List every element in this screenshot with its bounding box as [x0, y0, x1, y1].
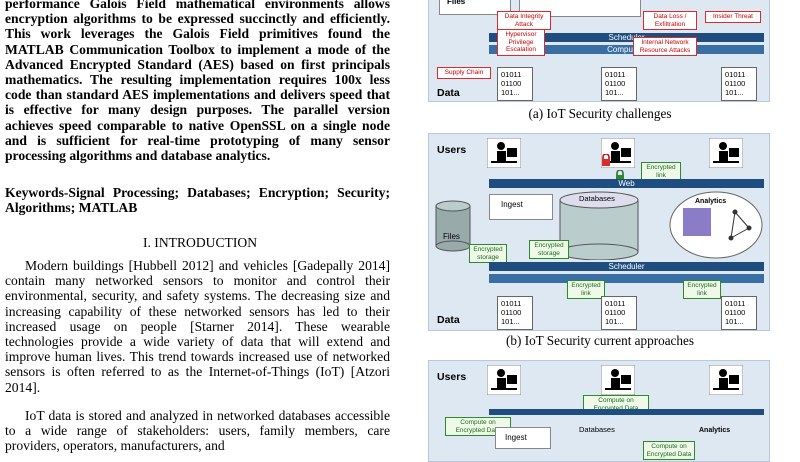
databases-label-b: Databases — [579, 194, 615, 203]
threat-data-integrity: Data Integrity Attack — [497, 11, 551, 30]
encrypted-storage-2: Encrypted storage — [529, 240, 569, 259]
text-column: performance Galois Field mathematical en… — [0, 0, 400, 453]
data-label-a: Data — [437, 87, 460, 99]
intro-paragraph-1-text: Modern buildings [Hubbell 2012] and vehi… — [5, 258, 390, 395]
ingest-box-b — [489, 194, 553, 220]
ingest-label-b: Ingest — [501, 200, 523, 209]
files-label-a: Files — [447, 0, 466, 6]
keywords: Keywords-Signal Processing; Databases; E… — [5, 185, 390, 216]
threat-data-loss: Data Loss / Exfiltration — [643, 11, 697, 30]
user-icon-c3 — [709, 365, 743, 395]
compute-encrypted-right: Compute on Encrypted Data — [643, 441, 695, 460]
computing-bar-b — [489, 274, 764, 283]
abstract-paragraph: performance Galois Field mathematical en… — [5, 0, 390, 164]
user-icon-c1 — [487, 365, 521, 395]
lock-icon-b2 — [616, 170, 624, 182]
figure-a-panel: Files Data Integrity Attack Data Loss / … — [428, 0, 770, 102]
encrypted-link-bottom-1: Encrypted link — [567, 280, 605, 299]
encrypted-storage-1: Encrypted storage — [469, 244, 507, 263]
figure-b-panel: Users Encrypted link Web Ingest Files Da… — [428, 133, 770, 331]
web-bar-b: Web — [489, 179, 764, 188]
encrypted-link-top: Encrypted link — [641, 162, 681, 181]
web-bar-c — [489, 409, 764, 415]
files-label-b: Files — [443, 232, 460, 241]
lock-icon-b1 — [602, 154, 610, 166]
figure-c-panel: Users Compute on Encrypted Data Compute … — [428, 360, 770, 462]
intro-paragraph-1: Modern buildings [Hubbell 2012] and vehi… — [5, 258, 390, 395]
files-cylinder-b — [435, 200, 471, 252]
data-doc-a2: 01011 01100 101... — [601, 67, 637, 101]
user-icon-c2 — [601, 365, 635, 395]
files-box-a — [439, 0, 511, 15]
analytics-label-c: Analytics — [699, 427, 731, 434]
computing-bar-a: Computing — [489, 45, 764, 54]
data-doc-a1: 01011 01100 101... — [497, 67, 533, 101]
data-doc-a3: 01011 01100 101... — [721, 67, 757, 101]
data-doc-b3: 01011 01100 101... — [721, 296, 757, 330]
section-heading: I. INTRODUCTION — [142, 235, 258, 250]
data-doc-b1: 01011 01100 101... — [497, 296, 533, 330]
user-icon-b2 — [601, 138, 635, 168]
intro-paragraph-2-text: IoT data is stored and analyzed in netwo… — [5, 408, 390, 454]
threat-supply-chain: Supply Chain — [437, 67, 491, 79]
databases-cylinder-b — [559, 191, 639, 260]
caption-a: (a) IoT Security challenges — [528, 106, 672, 121]
threat-network: Internal Network Resource Attacks — [633, 37, 697, 56]
analytics-graph-icon — [669, 191, 763, 259]
data-doc-b2: 01011 01100 101... — [601, 296, 637, 330]
caption-b: (b) IoT Security current approaches — [506, 333, 694, 348]
compute-encrypted-left: Compute on Encrypted Data — [445, 417, 511, 436]
user-icon-b1 — [487, 138, 521, 168]
databases-label-c: Databases — [579, 425, 615, 434]
ingest-box-c — [495, 427, 551, 449]
scheduler-bar-b: Scheduler — [489, 262, 764, 271]
analytics-label-b: Analytics — [695, 198, 727, 205]
threat-insider: Insider Threat — [705, 11, 761, 23]
threat-hypervisor: Hypervisor Privilege Escalation — [497, 29, 545, 56]
user-icon-b3 — [709, 138, 743, 168]
intro-paragraph-2: IoT data is stored and analyzed in netwo… — [5, 408, 390, 454]
scheduler-bar-a: Scheduler — [489, 33, 764, 42]
encrypted-link-bottom-2: Encrypted link — [683, 280, 721, 299]
ingest-label-c: Ingest — [505, 433, 527, 442]
users-label-c: Users — [437, 371, 467, 383]
users-label-b: Users — [437, 144, 467, 156]
data-label-b: Data — [437, 314, 460, 326]
